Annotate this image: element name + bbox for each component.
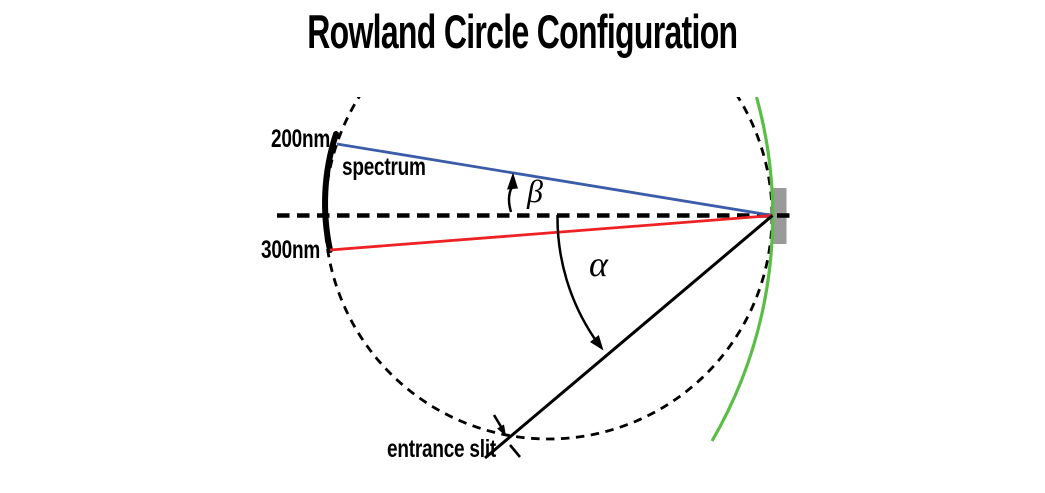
label-beta-angle: β	[527, 173, 543, 209]
diagram-title: Rowland Circle Configuration	[0, 8, 1045, 55]
beta-arrowhead	[507, 172, 518, 190]
label-200nm: 200nm	[271, 125, 331, 153]
incident-ray	[484, 214, 774, 460]
slit-lower-tick	[509, 444, 521, 458]
alpha-arrowhead	[590, 335, 604, 351]
beta-angle-arrow	[507, 172, 518, 213]
slit-upper-arrowhead	[497, 424, 506, 436]
entrance-slit-marks	[492, 414, 521, 458]
ray-200nm	[336, 142, 773, 217]
slit-upper-tick	[492, 414, 503, 429]
grating-surface-arc	[710, 97, 775, 442]
diagram-title-text: Rowland Circle Configuration	[307, 5, 738, 58]
label-entrance-slit: entrance slit	[387, 435, 496, 463]
label-alpha-angle: α	[589, 244, 608, 284]
label-spectrum: spectrum	[342, 153, 426, 181]
spectrum-arc	[322, 131, 339, 253]
ray-300nm	[329, 214, 773, 252]
label-300nm: 300nm	[261, 236, 321, 264]
alpha-angle-arc	[556, 214, 604, 351]
